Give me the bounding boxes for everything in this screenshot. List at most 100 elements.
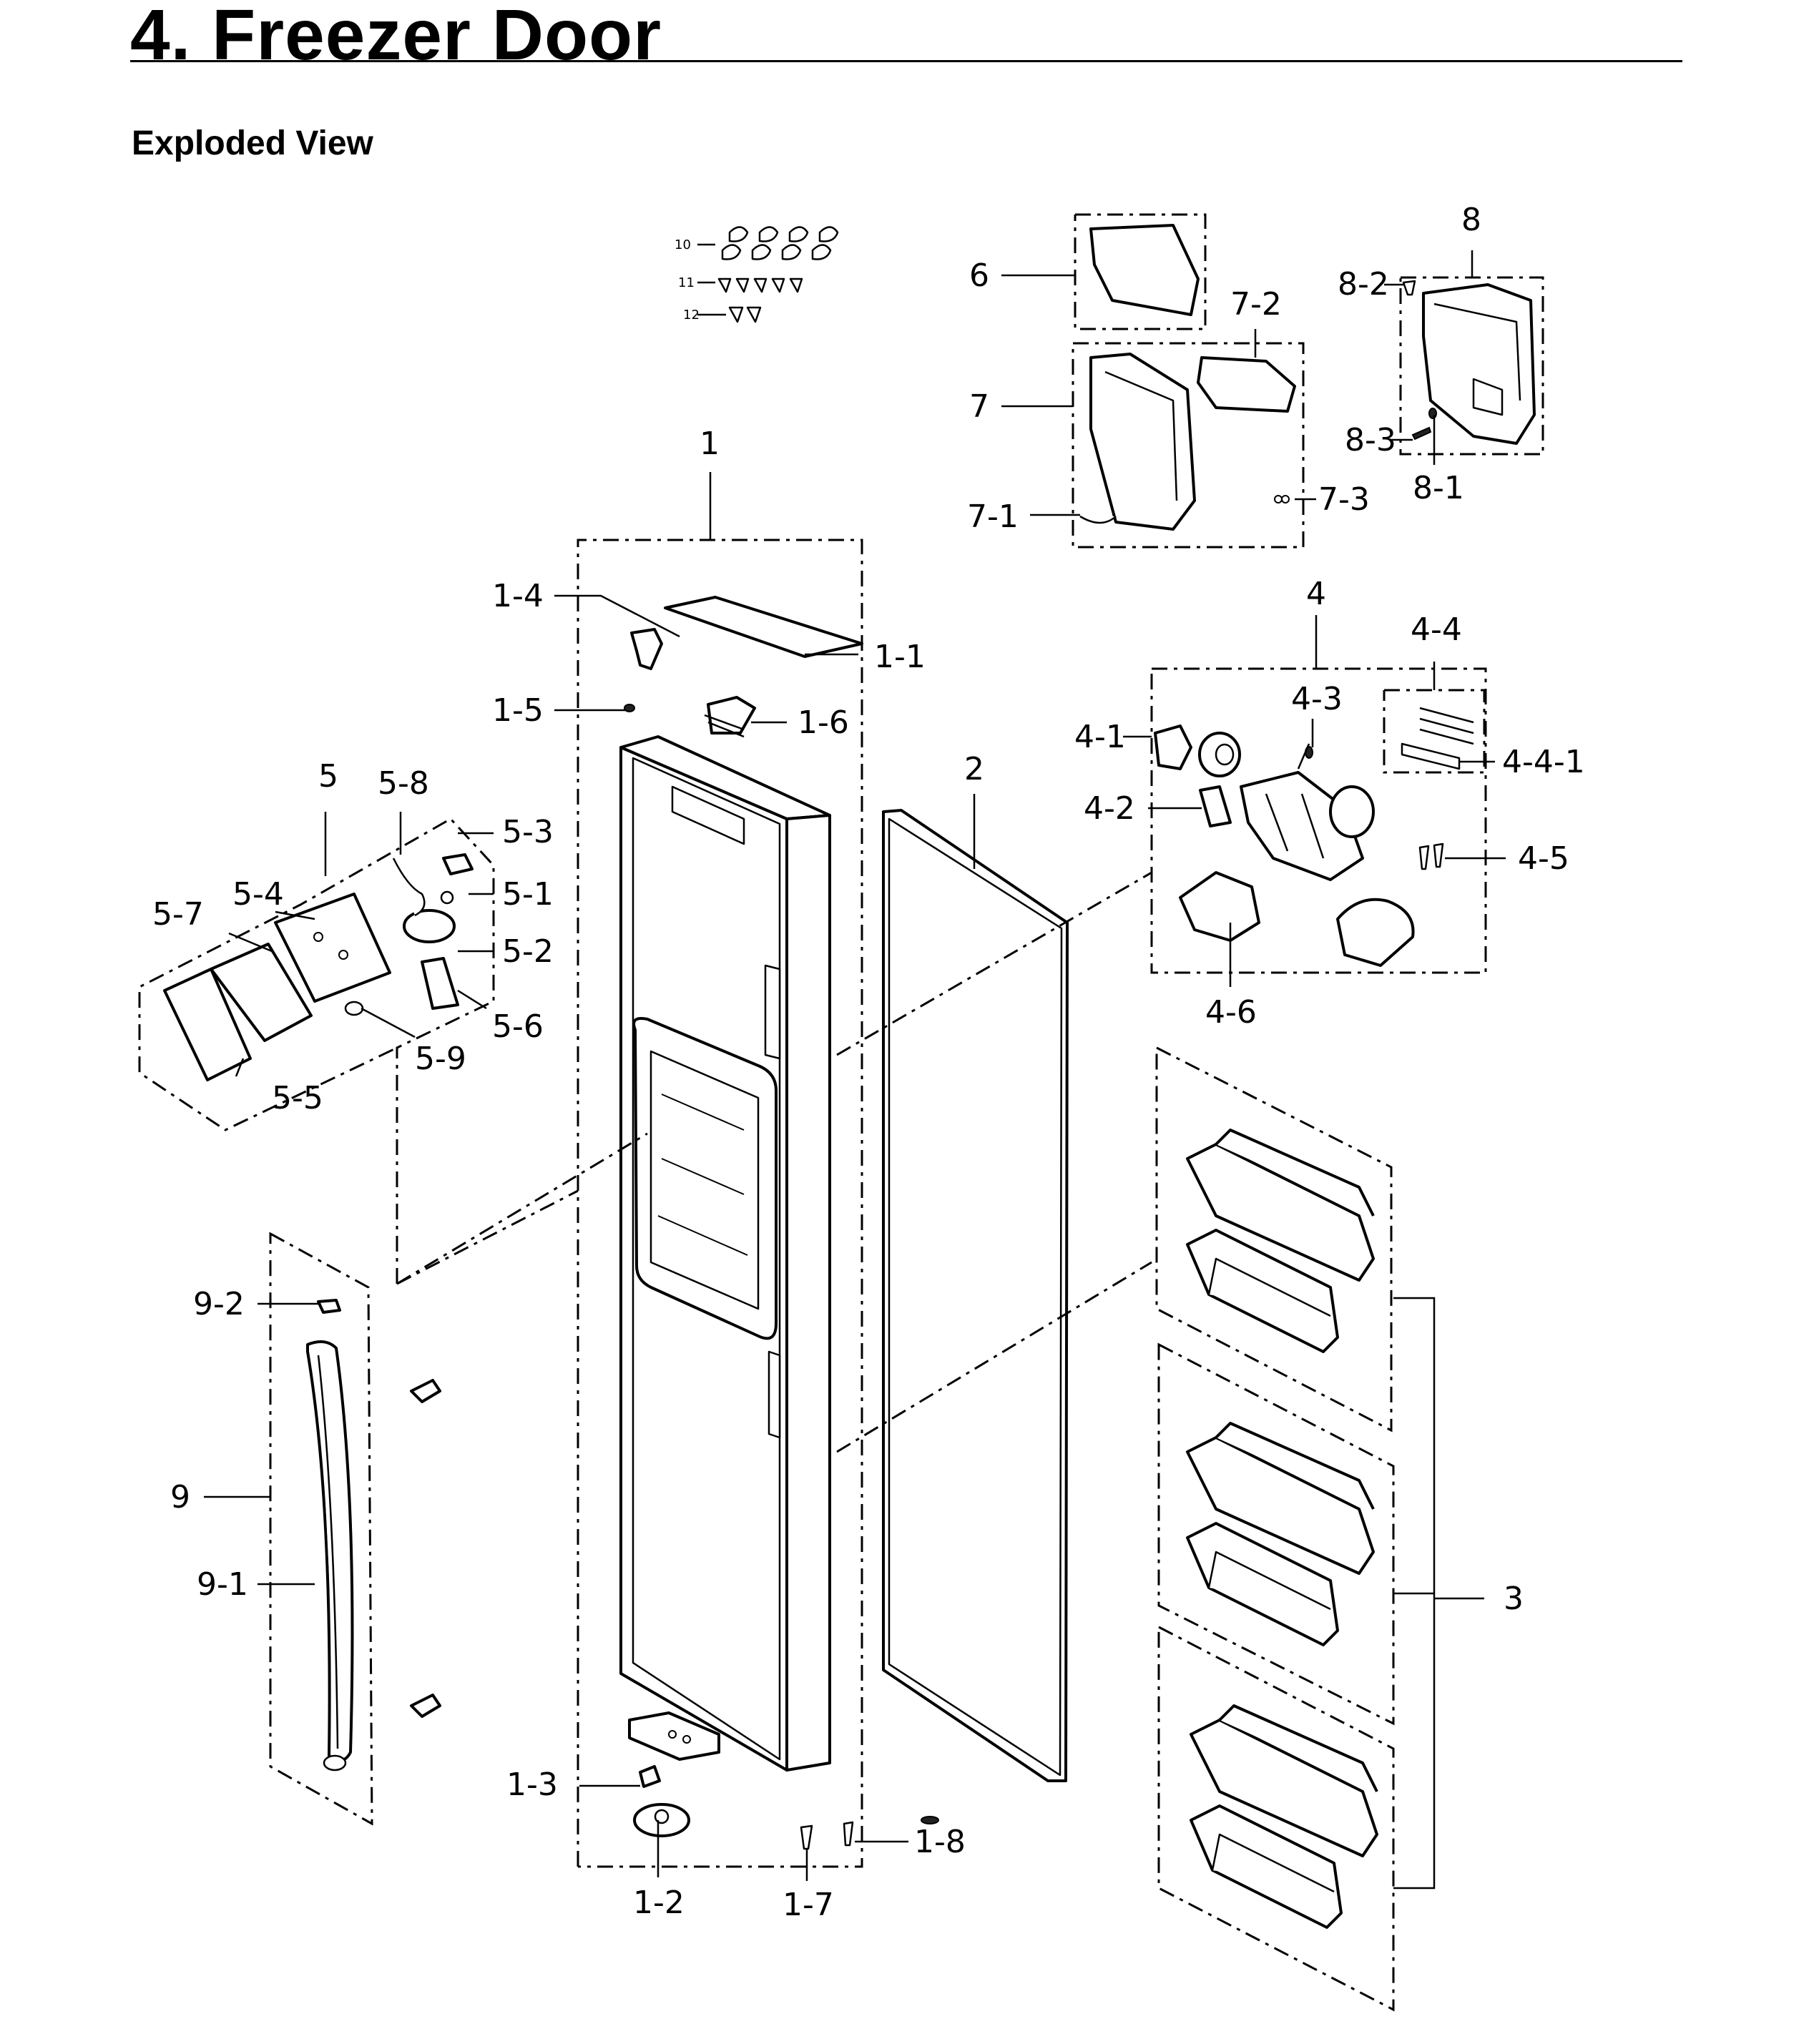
label-5-1: 5-1	[502, 876, 554, 913]
label-7-2: 7-2	[1230, 286, 1282, 323]
cap-part	[639, 1765, 661, 1788]
label-5: 5	[318, 758, 338, 795]
label-9: 9	[170, 1479, 190, 1515]
wire-7-1	[1079, 515, 1117, 524]
label-1-3: 1-3	[506, 1767, 558, 1803]
part-labels: 1 1-1 1-2 1-3 1-4 1-5 1-6 1-7 1-8 2 3 4 …	[152, 202, 1585, 1923]
bin-pair-2	[1186, 1422, 1375, 1646]
label-5-4: 5-4	[232, 876, 284, 913]
door-cam-part	[704, 696, 756, 738]
label-1-1: 1-1	[874, 639, 926, 675]
label-5-9: 5-9	[415, 1041, 466, 1077]
handle-screw-bottom	[410, 1694, 441, 1718]
micro-switch	[442, 853, 474, 875]
page-title: 4. Freezer Door	[130, 0, 662, 75]
label-5-5: 5-5	[272, 1080, 323, 1116]
label-5-3: 5-3	[502, 814, 554, 850]
dispenser-mechanism-group	[1150, 667, 1487, 974]
motor-7-2	[1197, 356, 1296, 413]
washer-5-9	[344, 1001, 364, 1016]
switch-panel-group	[138, 817, 579, 1285]
label-5-8: 5-8	[378, 765, 429, 802]
screw-8-2	[1402, 280, 1416, 296]
leader-lines	[204, 250, 1506, 1881]
door-bins-group	[1155, 1046, 1484, 2012]
label-4-3: 4-3	[1291, 681, 1343, 717]
bolt-part	[1418, 845, 1430, 870]
bin-pair-1	[1186, 1129, 1375, 1353]
cover-6	[1089, 224, 1200, 316]
door-assembly-group	[577, 539, 939, 1868]
handle-screw-top	[410, 1379, 441, 1403]
label-2: 2	[964, 751, 984, 787]
label-7: 7	[969, 388, 989, 425]
spring-part	[1419, 707, 1474, 745]
label-4: 4	[1306, 576, 1326, 612]
handle-cap	[317, 1299, 341, 1314]
section-subtitle: Exploded View	[132, 124, 373, 162]
ice-route-group	[1072, 213, 1305, 549]
label-9-2: 9-2	[193, 1286, 245, 1322]
label-12: 12	[683, 308, 700, 323]
label-4-2: 4-2	[1084, 790, 1135, 827]
label-6: 6	[969, 257, 989, 294]
motor-mount-part	[1179, 871, 1260, 942]
label-9-1: 9-1	[197, 1566, 248, 1603]
label-7-3: 7-3	[1318, 481, 1370, 518]
screw-part-1-8	[843, 1821, 854, 1847]
cap-disc-part	[1329, 785, 1375, 838]
bushing-part	[633, 1803, 690, 1837]
label-4-5: 4-5	[1518, 840, 1569, 877]
handle-group	[269, 1232, 441, 1826]
title-rule	[130, 60, 1682, 62]
top-cover-part	[664, 596, 863, 658]
switch-frame	[210, 943, 313, 1042]
label-8-1: 8-1	[1413, 470, 1464, 506]
door-panel	[619, 735, 831, 1772]
screw-8-1	[1428, 408, 1437, 419]
label-1-7: 1-7	[783, 1887, 834, 1923]
link-part	[1199, 785, 1232, 827]
label-1-5: 1-5	[492, 692, 544, 729]
washer-part	[921, 1816, 939, 1824]
label-1-6: 1-6	[798, 704, 849, 741]
label-4-4: 4-4	[1411, 611, 1462, 648]
wire-harness	[392, 858, 426, 917]
screws-10	[721, 226, 839, 260]
upper-hinge-part	[630, 628, 663, 670]
screw-part-1-7	[800, 1824, 813, 1850]
label-1-2: 1-2	[633, 1885, 685, 1921]
gasket-group	[882, 809, 1069, 1782]
label-8-2: 8-2	[1338, 266, 1389, 303]
screws-12	[728, 306, 762, 323]
label-5-6: 5-6	[492, 1008, 544, 1045]
label-4-4-1: 4-4-1	[1502, 744, 1585, 780]
label-10: 10	[675, 237, 691, 252]
label-3: 3	[1504, 1581, 1524, 1617]
screws-11	[717, 277, 803, 293]
screw-8-3	[1411, 426, 1432, 441]
label-1: 1	[700, 426, 720, 462]
label-4-6: 4-6	[1205, 994, 1257, 1031]
ring-part	[403, 909, 456, 943]
label-8-3: 8-3	[1345, 422, 1396, 458]
label-7-1: 7-1	[967, 498, 1019, 535]
bin-pair-3	[1190, 1704, 1378, 1929]
small-knob	[440, 890, 454, 905]
pcb-board	[274, 893, 391, 1003]
ice-bucket-group	[1399, 276, 1544, 456]
gear-part	[1154, 724, 1192, 770]
funnel-part	[1336, 898, 1415, 967]
switch-plate	[163, 968, 252, 1081]
label-1-4: 1-4	[492, 578, 544, 614]
label-8: 8	[1461, 202, 1481, 238]
label-5-2: 5-2	[502, 933, 554, 970]
duct-7	[1089, 353, 1196, 531]
label-11: 11	[678, 275, 695, 290]
bracket-4-4-1	[1401, 742, 1461, 770]
explosion-lines	[396, 871, 1152, 1453]
pin-part	[624, 704, 635, 712]
label-1-8: 1-8	[914, 1824, 966, 1860]
hardware-group	[697, 226, 839, 323]
